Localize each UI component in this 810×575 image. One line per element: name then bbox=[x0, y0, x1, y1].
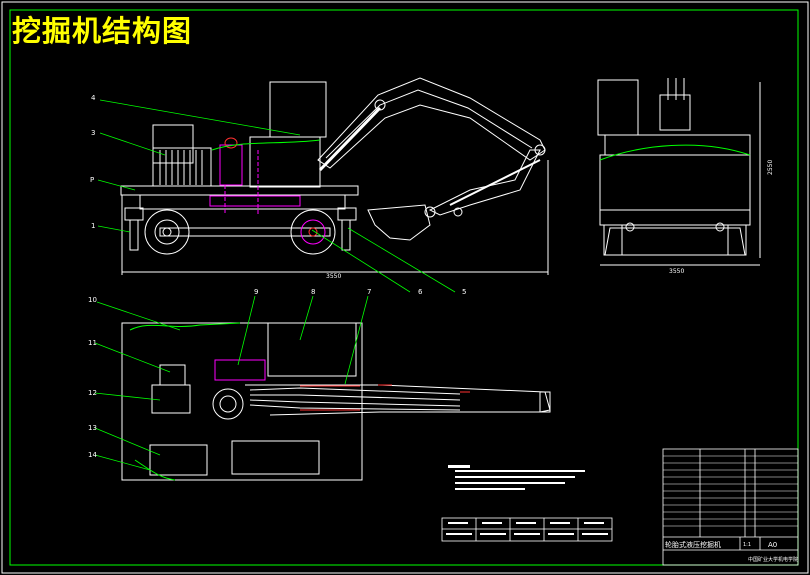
outrigger-left bbox=[124, 207, 144, 221]
plan-tank bbox=[159, 364, 186, 386]
callout-p: P bbox=[90, 176, 94, 184]
callout-12: 12 bbox=[88, 389, 97, 397]
title-block-name: 轮胎式液压挖掘机 bbox=[665, 540, 721, 549]
plan-battery bbox=[151, 384, 191, 414]
callout-4: 4 bbox=[91, 94, 96, 102]
callout-13: 13 bbox=[88, 424, 97, 432]
outrigger-left-leg bbox=[129, 219, 139, 251]
body-highlight bbox=[211, 139, 321, 151]
engine-block bbox=[152, 124, 194, 164]
axle-beam bbox=[159, 227, 331, 237]
callout-10: 10 bbox=[88, 296, 97, 304]
callout-1: 1 bbox=[91, 222, 95, 230]
rear-wheel bbox=[144, 209, 190, 255]
callout-9: 9 bbox=[254, 288, 258, 296]
stick-cylinder bbox=[449, 159, 541, 206]
callout-8: 8 bbox=[311, 288, 315, 296]
chassis-frame bbox=[139, 194, 346, 210]
plan-boom-tip bbox=[539, 391, 551, 413]
callout-6: 6 bbox=[418, 288, 423, 296]
plan-green-hose bbox=[129, 322, 241, 331]
pump bbox=[219, 144, 243, 186]
plan-hoses bbox=[249, 387, 461, 411]
parameter-table-text bbox=[446, 522, 608, 535]
parameter-table bbox=[441, 517, 613, 542]
callout-7: 7 bbox=[367, 288, 371, 296]
tech-notes bbox=[448, 465, 585, 490]
front-outrigger-left bbox=[603, 224, 623, 256]
callout-11: 11 bbox=[88, 339, 97, 347]
front-height-dim: 2550 bbox=[767, 160, 774, 175]
front-axle bbox=[604, 227, 746, 256]
front-axle-pivot-right bbox=[715, 222, 725, 232]
front-green-cover bbox=[599, 144, 751, 161]
link-pivot bbox=[453, 207, 463, 217]
cab-body bbox=[249, 136, 321, 188]
outrigger-right-leg bbox=[341, 219, 351, 251]
front-boom-top bbox=[659, 94, 691, 131]
side-dimension: 3550 bbox=[326, 273, 341, 280]
front-wheel bbox=[290, 209, 336, 255]
callout-14: 14 bbox=[88, 451, 97, 459]
plan-slew-inner bbox=[219, 395, 237, 413]
front-body bbox=[599, 154, 751, 211]
callout-3: 3 bbox=[91, 129, 95, 137]
plan-view bbox=[121, 322, 551, 481]
stick-pivot bbox=[534, 144, 546, 156]
rear-wheel-hub bbox=[162, 227, 172, 237]
front-outrigger-right bbox=[727, 224, 747, 256]
title-block-scale: 1:1 bbox=[743, 542, 751, 548]
plan-boom bbox=[245, 384, 551, 416]
side-leaders bbox=[97, 99, 456, 293]
boom bbox=[317, 77, 546, 169]
front-cab bbox=[597, 79, 639, 136]
radiator-fins bbox=[159, 150, 203, 185]
plan-outline bbox=[121, 322, 363, 481]
front-chassis bbox=[599, 209, 751, 226]
cab bbox=[269, 81, 327, 138]
title-block-sheet: A0 bbox=[768, 541, 777, 549]
front-width-dim: 3550 bbox=[669, 268, 684, 275]
title-block-school: 中国矿业大学机电学院 bbox=[748, 556, 798, 563]
stick bbox=[428, 149, 541, 216]
rear-wheel-rim bbox=[154, 219, 180, 245]
plan-valve bbox=[214, 359, 266, 381]
callout-5: 5 bbox=[462, 288, 466, 296]
front-axle-pivot-left bbox=[625, 222, 635, 232]
slew-ring bbox=[209, 195, 301, 207]
boom-cylinder bbox=[318, 106, 382, 172]
front-wheel-hub bbox=[308, 227, 318, 237]
plan-cab bbox=[267, 322, 357, 377]
plan-engine bbox=[149, 444, 208, 476]
plan-leaders bbox=[94, 295, 369, 471]
turntable-platform bbox=[120, 185, 359, 196]
plan-slew-ring bbox=[212, 388, 244, 420]
bucket-pivot bbox=[424, 206, 436, 218]
plan-cylinders bbox=[300, 384, 470, 411]
front-view bbox=[597, 78, 761, 266]
outrigger-right bbox=[337, 207, 357, 221]
plan-toolbox bbox=[231, 440, 320, 475]
title-block-rows bbox=[663, 455, 798, 527]
inner-frame bbox=[9, 9, 799, 566]
pump-head bbox=[224, 137, 238, 149]
plan-green-hose-2 bbox=[134, 459, 176, 481]
boom-pivot bbox=[374, 99, 386, 111]
title-block bbox=[662, 448, 799, 566]
boom-inner bbox=[325, 89, 533, 159]
page-title: 挖掘机结构图 bbox=[12, 14, 193, 48]
side-view bbox=[120, 77, 549, 275]
front-wheel-rim bbox=[300, 219, 326, 245]
bucket bbox=[367, 204, 431, 241]
